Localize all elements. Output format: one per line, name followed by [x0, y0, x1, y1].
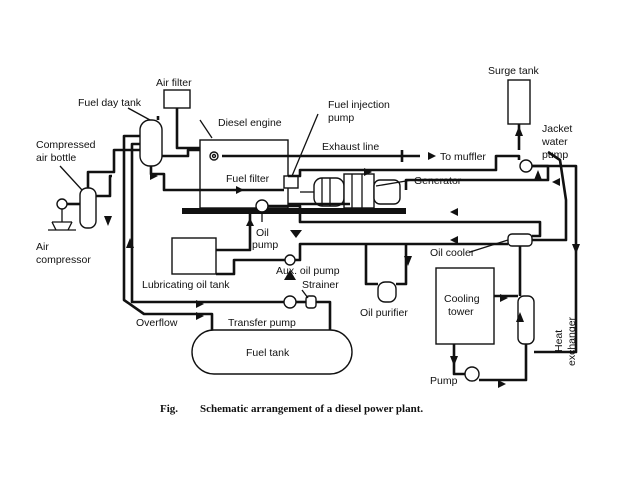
label-compressed-air-bottle-2: air bottle	[36, 152, 76, 164]
oil-purifier	[377, 281, 397, 303]
cooling-pump	[464, 366, 480, 382]
compressed-air-bottle	[79, 187, 97, 229]
label-jacket-water-pump-1: Jacket	[542, 123, 572, 135]
fuel-filter	[283, 175, 299, 189]
oil-pump	[255, 199, 269, 213]
label-air-compressor-2: compressor	[36, 254, 91, 266]
label-air-compressor-1: Air	[36, 241, 49, 253]
label-cooling-tower-2: tower	[448, 306, 474, 318]
label-compressed-air-bottle-1: Compressed	[36, 139, 96, 151]
label-fuel-tank: Fuel tank	[246, 347, 290, 359]
label-heat-exchanger-1: Heat	[553, 330, 565, 352]
cooling-tower	[435, 267, 495, 345]
label-lubricating-oil-tank: Lubricating oil tank	[142, 279, 230, 291]
caption-prefix: Fig.	[160, 403, 178, 415]
oil-cooler	[507, 233, 533, 247]
surge-tank	[507, 79, 531, 125]
flow-arrows	[104, 126, 580, 388]
label-jacket-water-pump-2: water	[541, 136, 568, 148]
aux-oil-pump	[284, 254, 296, 266]
fuel-day-tank	[139, 119, 163, 167]
label-cooling-tower-1: Cooling	[444, 293, 480, 305]
label-generator: Generator	[414, 175, 462, 187]
engine-base-plate	[182, 208, 406, 214]
transfer-pump	[283, 295, 297, 309]
label-oil-pump-2: pump	[252, 239, 278, 251]
label-transfer-pump: Transfer pump	[228, 317, 296, 329]
label-exhaust-line: Exhaust line	[322, 141, 379, 153]
lubricating-oil-tank	[171, 237, 217, 275]
jacket-water-pump	[519, 159, 533, 173]
label-oil-cooler: Oil cooler	[430, 247, 475, 259]
label-fuel-injection-pump-2: pump	[328, 112, 354, 124]
label-air-filter: Air filter	[156, 77, 192, 89]
label-fuel-day-tank: Fuel day tank	[78, 97, 142, 109]
label-oil-purifier: Oil purifier	[360, 307, 408, 319]
air-filter-box	[163, 89, 191, 109]
label-fuel-injection-pump-1: Fuel injection	[328, 99, 390, 111]
label-strainer: Strainer	[302, 279, 339, 291]
label-heat-exchanger-2: exchanger	[566, 316, 578, 366]
leader-lines	[59, 107, 509, 299]
fuel-tank	[191, 329, 353, 375]
label-jacket-water-pump-3: pump	[542, 149, 568, 161]
caption-text: Schematic arrangement of a diesel power …	[200, 403, 423, 415]
label-diesel-engine: Diesel engine	[218, 117, 282, 129]
label-fuel-filter: Fuel filter	[226, 173, 270, 185]
air-compressor	[48, 198, 76, 231]
label-surge-tank: Surge tank	[488, 65, 540, 77]
label-oil-pump-1: Oil	[256, 227, 269, 239]
label-overflow: Overflow	[136, 317, 178, 329]
label-aux-oil-pump: Aux. oil pump	[276, 265, 340, 277]
generator	[300, 173, 401, 209]
label-to-muffler: To muffler	[440, 151, 486, 163]
label-pump: Pump	[430, 375, 458, 387]
